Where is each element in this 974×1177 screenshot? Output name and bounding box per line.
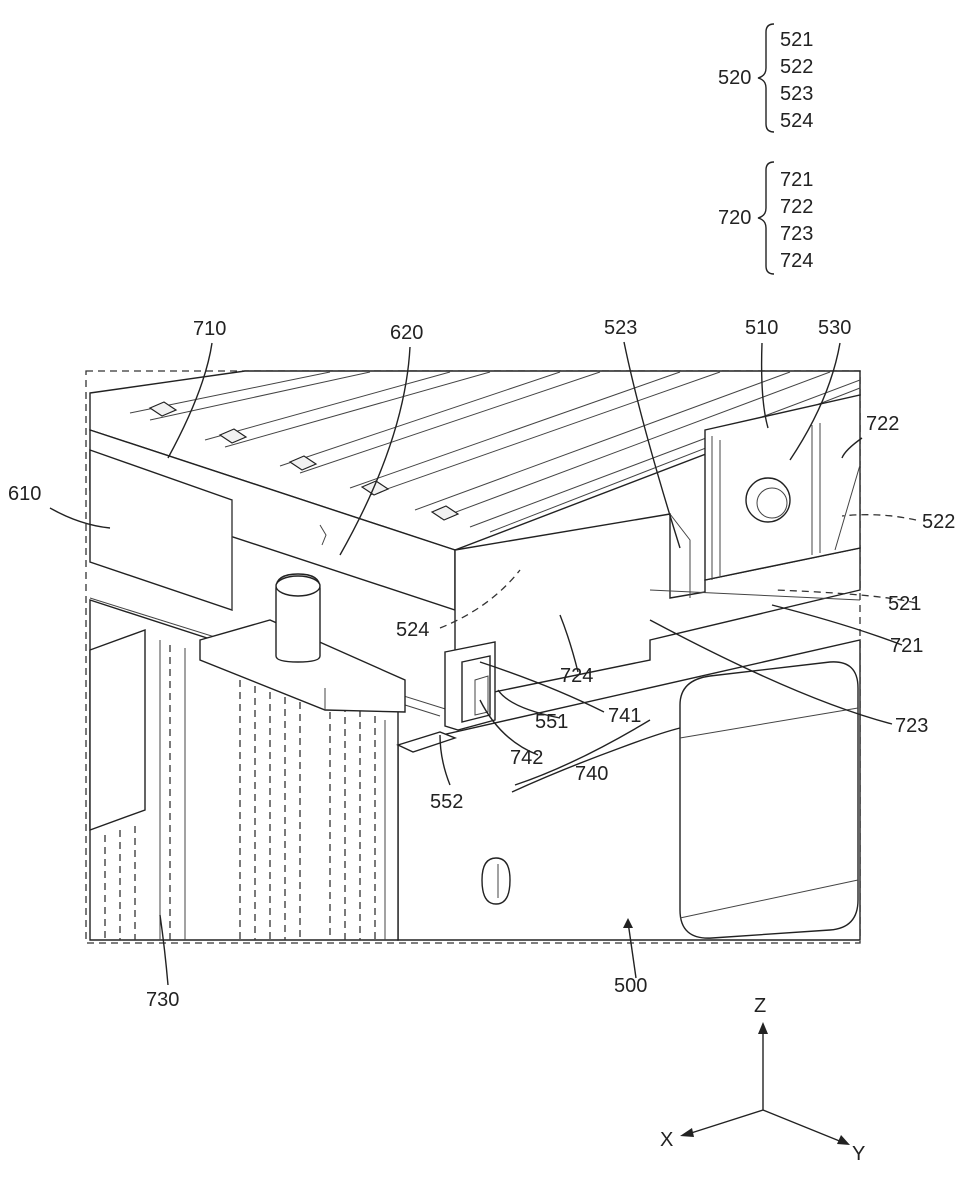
label-524: 524 <box>396 619 429 641</box>
assembly-drawing <box>90 371 860 940</box>
axis-y-label: Y <box>852 1143 865 1165</box>
group-520: 520 521 522 523 524 <box>718 24 813 132</box>
label-740: 740 <box>575 763 608 785</box>
label-730: 730 <box>146 989 179 1011</box>
axis-x-label: X <box>660 1129 673 1151</box>
group-520-member-4: 524 <box>780 110 813 132</box>
group-520-brace <box>758 24 774 132</box>
label-552: 552 <box>430 791 463 813</box>
group-720-member-4: 724 <box>780 250 813 272</box>
label-722: 722 <box>866 413 899 435</box>
label-500: 500 <box>614 975 647 997</box>
label-723: 723 <box>895 715 928 737</box>
group-520-member-3: 523 <box>780 83 813 105</box>
y-arrow <box>837 1135 850 1145</box>
label-530: 530 <box>818 317 851 339</box>
hole-530 <box>746 478 790 522</box>
slot-hole <box>482 858 510 904</box>
label-522: 522 <box>922 511 955 533</box>
axis-triad: Z X Y <box>660 995 865 1165</box>
rounded-window <box>680 662 858 938</box>
label-523: 523 <box>604 317 637 339</box>
label-610: 610 <box>8 483 41 505</box>
group-520-member-2: 522 <box>780 56 813 78</box>
group-520-label: 520 <box>718 67 751 89</box>
group-520-member-1: 521 <box>780 29 813 51</box>
label-741: 741 <box>608 705 641 727</box>
group-720: 720 721 722 723 724 <box>718 162 813 274</box>
group-720-member-1: 721 <box>780 169 813 191</box>
label-510: 510 <box>745 317 778 339</box>
z-arrow <box>758 1022 768 1034</box>
label-710: 710 <box>193 318 226 340</box>
label-620: 620 <box>390 322 423 344</box>
group-720-label: 720 <box>718 207 751 229</box>
axis-z-label: Z <box>754 995 766 1017</box>
label-724: 724 <box>560 665 593 687</box>
label-521: 521 <box>888 593 921 615</box>
label-742: 742 <box>510 747 543 769</box>
x-arrow <box>680 1128 694 1137</box>
label-721: 721 <box>890 635 923 657</box>
group-720-member-2: 722 <box>780 196 813 218</box>
label-551: 551 <box>535 711 568 733</box>
group-720-member-3: 723 <box>780 223 813 245</box>
group-720-brace <box>758 162 774 274</box>
